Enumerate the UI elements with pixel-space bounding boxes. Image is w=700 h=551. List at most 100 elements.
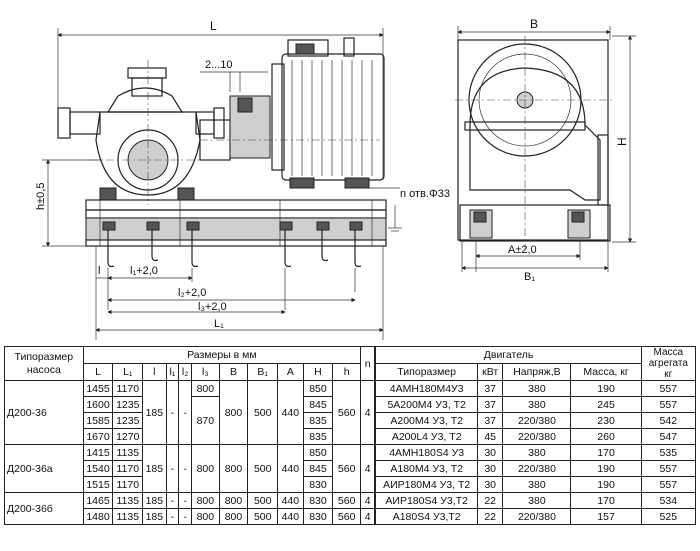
header-mass: Масса агрегата кг bbox=[640, 346, 697, 381]
cell-engine: А180S4 У3,Т2 bbox=[374, 508, 478, 525]
cell-volt: 220/380 bbox=[502, 508, 572, 525]
col-B1: B₁ bbox=[247, 363, 279, 381]
label-B: B bbox=[530, 17, 538, 31]
cell-n: 4 bbox=[360, 444, 376, 493]
cell-L: 1455 bbox=[82, 380, 114, 397]
cell-l: 185 bbox=[142, 508, 167, 525]
cell-H: 845 bbox=[302, 460, 334, 477]
cell-kw: 30 bbox=[476, 460, 504, 477]
dimensions-bottom: l l₁+2,0 l₂+2,0 l₃+2,0 L₁ bbox=[95, 246, 384, 340]
cell-A: 440 bbox=[277, 508, 304, 525]
cell-h: 560 bbox=[332, 508, 362, 525]
cell-mass: 557 bbox=[640, 476, 697, 493]
label-l3: l₃+2,0 bbox=[198, 301, 227, 313]
cell-l1: - bbox=[165, 492, 180, 509]
table-header-row-1: Типоразмер насоса Размеры в мм n Двигате… bbox=[4, 346, 697, 381]
pump-unit-drawing: L 2...10 bbox=[35, 17, 636, 340]
cell-l3: 800 bbox=[191, 380, 220, 397]
cell-engine-mass: 157 bbox=[570, 508, 642, 525]
cell-kw: 30 bbox=[476, 476, 504, 493]
col-H: H bbox=[302, 363, 334, 381]
cell-H: 835 bbox=[302, 412, 334, 429]
label-gap: 2...10 bbox=[205, 59, 233, 71]
col-l2: l₂ bbox=[178, 363, 193, 381]
cell-L1: 1170 bbox=[112, 476, 144, 493]
cell-L: 1515 bbox=[82, 476, 114, 493]
cell-B: 800 bbox=[218, 492, 249, 509]
col-B: B bbox=[218, 363, 249, 381]
cell-volt: 380 bbox=[502, 476, 572, 493]
table-row: 1480 1135 185 - - 800 800 500 440 830 56… bbox=[5, 508, 697, 525]
cell-h: 560 bbox=[332, 444, 362, 493]
base-frame-side bbox=[85, 199, 402, 268]
label-L1: L₁ bbox=[214, 318, 224, 330]
col-engine-size: Типоразмер bbox=[374, 363, 478, 381]
cell-engine: 5А200М4 У3, Т2 bbox=[374, 396, 478, 413]
cell-B: 800 bbox=[218, 508, 249, 525]
table-header-row-2: L L₁ l l₁ l₂ l₃ B B₁ A H h Типоразмер кВ… bbox=[5, 363, 696, 381]
dimension-B: B bbox=[457, 17, 611, 40]
pump-name: Д200-36б bbox=[4, 492, 84, 525]
cell-engine-mass: 260 bbox=[570, 428, 642, 445]
cell-volt: 380 bbox=[502, 396, 572, 413]
cell-l: 185 bbox=[142, 492, 167, 509]
cell-H: 830 bbox=[302, 476, 334, 493]
cell-volt: 220/380 bbox=[502, 460, 572, 477]
cell-volt: 380 bbox=[502, 380, 572, 397]
cell-l3: 870 bbox=[191, 396, 220, 445]
cell-L: 1670 bbox=[82, 428, 114, 445]
cell-B: 800 bbox=[218, 444, 249, 493]
cell-l1: - bbox=[165, 444, 180, 493]
dimensions-end-bottom: A±2,0 B₁ bbox=[461, 240, 609, 283]
cell-engine: 4АМН180S4 У3 bbox=[374, 444, 478, 461]
pump-side-view bbox=[57, 60, 380, 205]
cell-h: 560 bbox=[332, 492, 362, 509]
col-l3: l₃ bbox=[191, 363, 220, 381]
label-l: l bbox=[98, 265, 100, 277]
cell-kw: 45 bbox=[476, 428, 504, 445]
cell-kw: 37 bbox=[476, 396, 504, 413]
cell-mass: 557 bbox=[640, 396, 697, 413]
cell-l: 185 bbox=[142, 444, 167, 493]
cell-L1: 1170 bbox=[112, 460, 144, 477]
table-row: Д200-36 1455 1170 185 - - 800 800 500 44… bbox=[4, 380, 697, 445]
cell-mass: 547 bbox=[640, 428, 697, 445]
cell-n: 4 bbox=[360, 380, 376, 445]
cell-mass: 525 bbox=[640, 508, 697, 525]
cell-l2: - bbox=[178, 508, 193, 525]
cell-B1: 500 bbox=[247, 380, 279, 445]
cell-l1: - bbox=[165, 380, 180, 445]
cell-A: 440 bbox=[277, 492, 304, 509]
col-l: l bbox=[142, 363, 167, 381]
col-engine-mass: Масса, кг bbox=[570, 363, 642, 381]
col-L1: L₁ bbox=[112, 363, 144, 381]
table-row: 1515 1170 830 АИР180М4 У3, Т2 30 380 190… bbox=[5, 476, 697, 493]
cell-l: 185 bbox=[142, 380, 167, 445]
pump-end-view bbox=[455, 36, 612, 250]
cell-engine-mass: 190 bbox=[570, 460, 642, 477]
col-h: h bbox=[332, 363, 362, 381]
cell-mass: 535 bbox=[640, 444, 697, 461]
cell-mass: 557 bbox=[640, 380, 697, 397]
cell-H: 845 bbox=[302, 396, 334, 413]
label-l2: l₂+2,0 bbox=[178, 287, 206, 299]
cell-L1: 1135 bbox=[112, 508, 144, 525]
cell-l2: - bbox=[178, 444, 193, 493]
cell-l3: 800 bbox=[191, 508, 220, 525]
header-engine: Двигатель bbox=[374, 346, 642, 364]
cell-engine-mass: 230 bbox=[570, 412, 642, 429]
header-n: n bbox=[360, 346, 376, 381]
cell-engine-mass: 190 bbox=[570, 380, 642, 397]
spec-table: Типоразмер насоса Размеры в мм n Двигате… bbox=[4, 346, 697, 525]
dimension-gap: 2...10 bbox=[200, 59, 268, 92]
cell-engine: АИР180М4 У3, Т2 bbox=[374, 476, 478, 493]
cell-l2: - bbox=[178, 380, 193, 445]
cell-H: 835 bbox=[302, 428, 334, 445]
cell-A: 440 bbox=[277, 444, 304, 493]
cell-kw: 37 bbox=[476, 412, 504, 429]
label-H: H bbox=[615, 137, 629, 146]
cell-L1: 1235 bbox=[112, 412, 144, 429]
table-row: Д200-36б 1465 1135 185 - - 800 800 500 4… bbox=[4, 492, 697, 525]
cell-engine-mass: 245 bbox=[570, 396, 642, 413]
table-row: 1585 1235 835 А200М4 У3, Т2 37 220/380 2… bbox=[5, 412, 697, 429]
